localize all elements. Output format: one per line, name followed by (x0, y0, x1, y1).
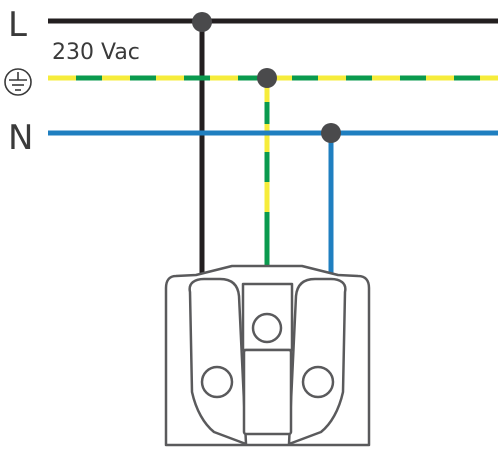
neutral-junction (321, 123, 341, 143)
socket-right-pin-hole (301, 365, 335, 399)
socket-earth-hole (251, 312, 283, 344)
socket-left-pin-hole (200, 365, 234, 399)
earth-junction (257, 68, 277, 88)
socket-left-contact (188, 277, 248, 446)
voltage-label: 230 Vac (52, 40, 140, 65)
schuko-socket-icon (164, 264, 371, 447)
socket-right-contact (287, 277, 347, 446)
line-label: L (8, 5, 27, 45)
socket-bottom-tab (242, 348, 293, 436)
line-junction (192, 12, 212, 32)
neutral-label: N (8, 118, 33, 158)
earth-ground-icon (4, 68, 32, 96)
